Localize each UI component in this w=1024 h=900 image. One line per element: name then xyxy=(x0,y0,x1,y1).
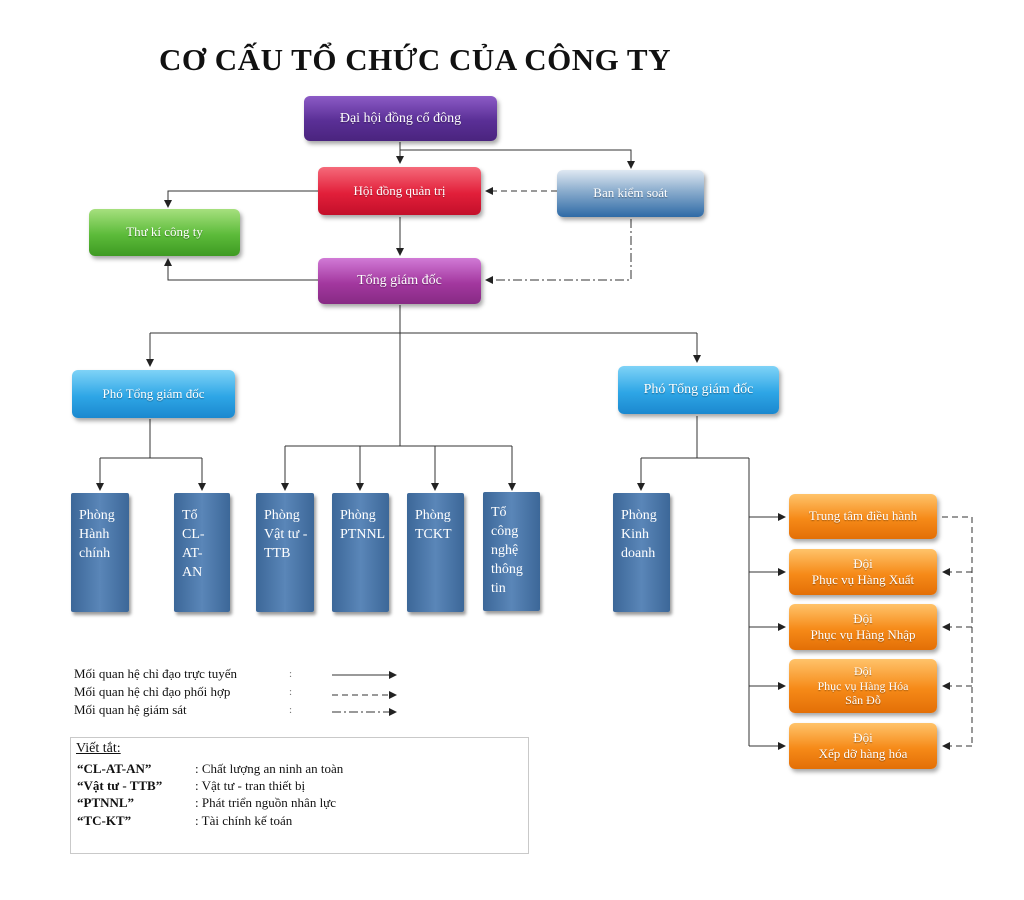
dept-it-line: nghệ xyxy=(491,542,519,558)
unit-label: Đội xyxy=(853,555,873,571)
abbreviations-box xyxy=(70,737,529,854)
node-supervisory-label: Ban kiểm soát xyxy=(593,185,668,201)
dept-it-line: công xyxy=(491,523,519,539)
unit-export-team: Đội Phục vụ Hàng Xuất xyxy=(789,549,937,595)
node-secretary: Thư kí công ty xyxy=(89,209,240,256)
abbr-key: “Vật tư - TTB” xyxy=(77,778,163,793)
node-secretary-label: Thư kí công ty xyxy=(126,224,203,240)
dept-finance-line: Phòng xyxy=(415,508,451,523)
dept-materials-line: Phòng xyxy=(264,508,300,523)
abbr-key: “CL-AT-AN” xyxy=(77,761,152,776)
dept-finance-line: TCKT xyxy=(415,526,452,542)
node-deputy-left: Phó Tổng giám đốc xyxy=(72,370,235,418)
dept-hr: Phòng PTNNL xyxy=(332,493,389,612)
dept-sales: Phòng Kinh doanh xyxy=(613,493,670,612)
dept-sales-line: doanh xyxy=(621,545,656,561)
unit-label: Sân Đỗ xyxy=(845,693,881,708)
legend-dashdot: Mối quan hệ giám sát xyxy=(74,702,187,717)
unit-label: Phục vụ Hàng Hóa xyxy=(817,678,909,693)
page-title: CƠ CẤU TỔ CHỨC CỦA CÔNG TY xyxy=(159,42,671,77)
dept-it-line: thông xyxy=(491,561,523,577)
node-deputy-left-label: Phó Tổng giám đốc xyxy=(102,385,205,401)
dept-admin-line: Phòng xyxy=(79,508,115,523)
node-supervisory: Ban kiểm soát xyxy=(557,170,704,217)
node-board-label: Hội đồng quản trị xyxy=(353,182,446,198)
dept-it-line: tin xyxy=(491,580,506,596)
unit-apron-team: Đội Phục vụ Hàng Hóa Sân Đỗ xyxy=(789,659,937,713)
dept-materials-line: TTB xyxy=(264,545,291,561)
legend-colon: : xyxy=(289,704,293,716)
unit-label: Đội xyxy=(853,729,873,745)
node-board: Hội đồng quản trị xyxy=(318,167,481,215)
legend-solid: Mối quan hệ chỉ đạo trực tuyến xyxy=(74,666,238,681)
node-ceo-label: Tổng giám đốc xyxy=(357,273,442,289)
legend-colon: : xyxy=(289,686,293,698)
dept-sales-line: Phòng xyxy=(621,508,657,523)
abbreviations-title: Viết tắt: xyxy=(76,741,121,756)
node-deputy-right-label: Phó Tổng giám đốc xyxy=(643,382,754,398)
unit-label: Xếp dỡ hàng hóa xyxy=(818,746,908,761)
abbr-value: : Vật tư - tran thiết bị xyxy=(195,778,306,793)
node-deputy-right: Phó Tổng giám đốc xyxy=(618,366,779,414)
dept-hr-line: PTNNL xyxy=(340,526,386,542)
dept-sales-line: Kinh xyxy=(621,526,649,542)
unit-loading-team: Đội Xếp dỡ hàng hóa xyxy=(789,723,937,769)
unit-operations-center: Trung tâm điều hành xyxy=(789,494,937,539)
unit-label: Phục vụ Hàng Xuất xyxy=(811,572,915,587)
dept-materials: Phòng Vật tư - TTB xyxy=(256,493,314,612)
dept-qa-line: CL- xyxy=(182,526,205,542)
unit-label: Đội xyxy=(853,610,873,626)
dept-qa-line: AT- xyxy=(182,545,203,561)
node-shareholders-label: Đại hội đồng cổ đông xyxy=(339,110,462,126)
abbr-value: : Tài chính kế toán xyxy=(195,813,293,828)
dept-hr-line: Phòng xyxy=(340,508,376,523)
dept-qa-line: AN xyxy=(182,564,203,580)
dept-admin-line: chính xyxy=(79,545,111,561)
abbr-key: “PTNNL” xyxy=(77,795,135,810)
unit-label: Đội xyxy=(854,664,872,679)
legend-colon: : xyxy=(289,668,293,680)
dept-it-line: Tổ xyxy=(491,505,507,520)
legend-dashed: Mối quan hệ chỉ đạo phối hợp xyxy=(74,684,231,699)
node-ceo: Tổng giám đốc xyxy=(318,258,481,304)
dept-qa: Tổ CL- AT- AN xyxy=(174,493,230,612)
node-shareholders: Đại hội đồng cổ đông xyxy=(304,96,497,141)
dept-it: Tổ công nghệ thông tin xyxy=(483,492,540,611)
unit-label: Trung tâm điều hành xyxy=(808,508,918,524)
abbr-value: : Chất lượng an ninh an toàn xyxy=(195,761,344,776)
dept-finance: Phòng TCKT xyxy=(407,493,464,612)
dept-qa-line: Tổ xyxy=(182,508,198,523)
unit-import-team: Đội Phục vụ Hàng Nhập xyxy=(789,604,937,650)
dept-materials-line: Vật tư - xyxy=(264,526,308,542)
abbr-key: “TC-KT” xyxy=(77,813,132,828)
unit-label: Phục vụ Hàng Nhập xyxy=(810,627,916,642)
dept-admin: Phòng Hành chính xyxy=(71,493,129,612)
abbr-value: : Phát triển nguồn nhân lực xyxy=(195,795,336,810)
dept-admin-line: Hành xyxy=(79,526,110,542)
